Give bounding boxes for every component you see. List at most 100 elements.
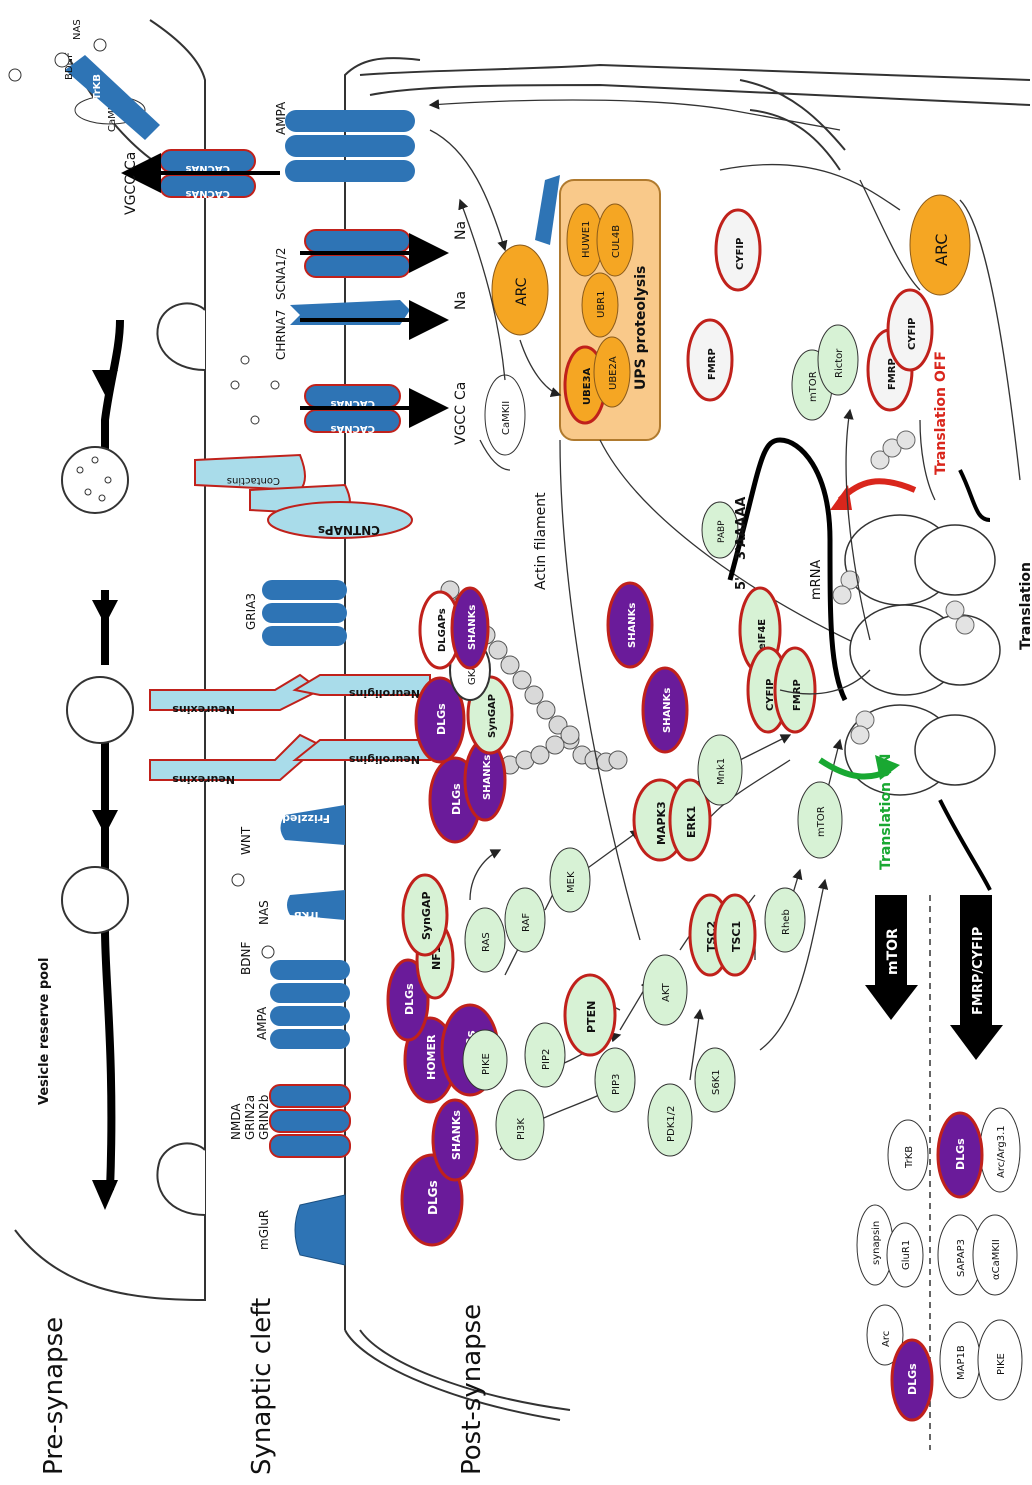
svg-text:SHANKs: SHANKs xyxy=(450,1110,463,1160)
label-mglur: mGluR xyxy=(257,1210,271,1250)
svg-text:SHANKs: SHANKs xyxy=(662,688,673,733)
svg-text:PDK1/2: PDK1/2 xyxy=(666,1106,677,1142)
svg-text:UBE2A: UBE2A xyxy=(608,356,619,390)
svg-text:Contactins: Contactins xyxy=(227,475,280,486)
svg-text:eIF4E: eIF4E xyxy=(757,619,768,650)
label-gria3: GRIA3 xyxy=(244,593,258,630)
svg-text:Arc: Arc xyxy=(881,1331,892,1347)
svg-text:GluR1: GluR1 xyxy=(901,1240,912,1270)
label-chrna7: CHRNA7 xyxy=(274,309,288,360)
svg-text:Neurexins: Neurexins xyxy=(172,703,235,716)
svg-text:Neuroligins: Neuroligins xyxy=(349,753,420,766)
svg-text:CYFIP: CYFIP xyxy=(907,318,918,350)
svg-text:Na: Na xyxy=(453,291,469,310)
svg-text:CaMKII: CaMKII xyxy=(501,401,512,435)
svg-text:Ca: Ca xyxy=(453,382,469,400)
svg-text:FMRP: FMRP xyxy=(792,679,803,711)
label-vgcc: VGCC xyxy=(453,405,469,445)
svg-text:DLGs: DLGs xyxy=(450,783,463,815)
svg-text:DLGs: DLGs xyxy=(403,983,416,1015)
ampa-receptor xyxy=(270,960,350,980)
vesicle xyxy=(67,677,133,743)
gria3-receptor xyxy=(262,580,347,600)
svg-text:DLGs: DLGs xyxy=(906,1363,919,1395)
svg-text:synapsin: synapsin xyxy=(871,1221,882,1265)
svg-text:DLGs: DLGs xyxy=(435,703,448,735)
svg-text:CACNAs: CACNAs xyxy=(185,188,230,199)
label-grin2a: GRIN2a xyxy=(243,1095,257,1140)
svg-text:RAS: RAS xyxy=(481,932,492,952)
svg-text:DLGAPs: DLGAPs xyxy=(437,608,448,652)
label-nas: NAS xyxy=(257,900,271,925)
svg-text:FMRP: FMRP xyxy=(707,348,718,380)
svg-text:PTEN: PTEN xyxy=(585,1001,598,1033)
label-ampa: AMPA xyxy=(255,1006,269,1040)
receptors: mGluR NMDA GRIN2a GRIN2b AMPA BDNF NAS T… xyxy=(9,19,469,1265)
svg-text:CNTNAPs: CNTNAPs xyxy=(318,523,380,537)
svg-text:SHANKs: SHANKs xyxy=(467,605,478,650)
label-synaptic-cleft: Synaptic cleft xyxy=(247,1298,277,1475)
svg-text:UBR1: UBR1 xyxy=(596,291,607,319)
svg-text:3'AAAAA: 3'AAAAA xyxy=(734,497,749,560)
svg-text:5': 5' xyxy=(734,577,749,590)
svg-text:CYFIP: CYFIP xyxy=(735,238,746,270)
ribosomes xyxy=(845,515,1000,795)
label-translation: Translation xyxy=(1018,562,1032,650)
label-pre-synapse: Pre-synapse xyxy=(39,1317,69,1475)
svg-text:TrKB: TrKB xyxy=(92,74,103,100)
svg-text:Neurexins: Neurexins xyxy=(172,773,235,786)
svg-text:UPS proteolysis: UPS proteolysis xyxy=(633,266,649,390)
svg-text:Rheb: Rheb xyxy=(781,909,792,935)
svg-text:NAS: NAS xyxy=(72,19,83,40)
translation-module: FMRP CYFIP FMRP CYFIP eIF4E CYFIP FMRP P… xyxy=(688,210,1032,890)
svg-text:DLGs: DLGs xyxy=(954,1138,967,1170)
svg-text:PABP: PABP xyxy=(717,520,727,543)
label-ampa-top: AMPA xyxy=(274,101,288,135)
svg-text:PIKE: PIKE xyxy=(996,1353,1007,1375)
svg-text:SynGAP: SynGAP xyxy=(420,891,433,940)
svg-text:mRNA: mRNA xyxy=(809,560,824,600)
label-nmda: NMDA xyxy=(229,1103,243,1140)
svg-text:PIKE: PIKE xyxy=(481,1053,492,1075)
label-actin: Actin filament xyxy=(533,492,549,590)
svg-text:PIP3: PIP3 xyxy=(611,1074,622,1095)
svg-text:HOMER: HOMER xyxy=(425,1034,438,1080)
svg-text:TrKB: TrKB xyxy=(904,1146,915,1169)
mglur-receptor xyxy=(295,1195,345,1265)
svg-text:HUWE1: HUWE1 xyxy=(581,221,592,258)
svg-text:mTOR: mTOR xyxy=(816,806,827,837)
svg-text:Arc/Arg3.1: Arc/Arg3.1 xyxy=(996,1125,1007,1178)
svg-text:ARC: ARC xyxy=(514,277,530,306)
svg-text:SHANKs: SHANKs xyxy=(627,603,638,648)
svg-text:S6K1: S6K1 xyxy=(711,1069,722,1095)
svg-text:CUL4B: CUL4B xyxy=(611,225,622,258)
label-wnt: WNT xyxy=(239,826,253,855)
svg-text:Frizzleds: Frizzleds xyxy=(275,812,330,825)
label-scna: SCNA1/2 xyxy=(274,248,288,301)
svg-text:VGCC: VGCC xyxy=(123,175,139,215)
scna-channel xyxy=(305,230,410,252)
ampa-top-receptor xyxy=(285,110,415,132)
svg-text:DLGs: DLGs xyxy=(426,1180,440,1215)
svg-text:Neuroligins: Neuroligins xyxy=(349,687,420,700)
svg-text:αCaMKII: αCaMKII xyxy=(991,1239,1002,1280)
label-grin2b: GRIN2b xyxy=(257,1095,271,1140)
svg-text:Na: Na xyxy=(453,221,469,240)
svg-text:UBE3A: UBE3A xyxy=(582,367,593,405)
nmda-receptor xyxy=(270,1085,350,1107)
label-bdnf: BDNF xyxy=(239,942,253,975)
legend-fmrp-cyfip: FMRP/CYFIP xyxy=(971,927,986,1015)
legend-mtor: mTOR xyxy=(885,928,901,975)
svg-text:mTOR: mTOR xyxy=(808,371,819,402)
label-post-synapse: Post-synapse xyxy=(457,1304,487,1475)
svg-text:TrKB: TrKB xyxy=(294,909,320,920)
svg-text:AKT: AKT xyxy=(661,982,672,1002)
svg-text:SHANKs: SHANKs xyxy=(482,755,493,800)
svg-text:Ca: Ca xyxy=(123,152,139,170)
svg-text:TSC1: TSC1 xyxy=(730,921,743,952)
svg-text:MAP1B: MAP1B xyxy=(956,1345,967,1380)
svg-text:SynGAP: SynGAP xyxy=(487,694,498,738)
legend: mTOR FMRP/CYFIP Arc DLGs synapsin GluR1 … xyxy=(857,895,1022,1450)
svg-text:Mnk1: Mnk1 xyxy=(716,758,727,785)
